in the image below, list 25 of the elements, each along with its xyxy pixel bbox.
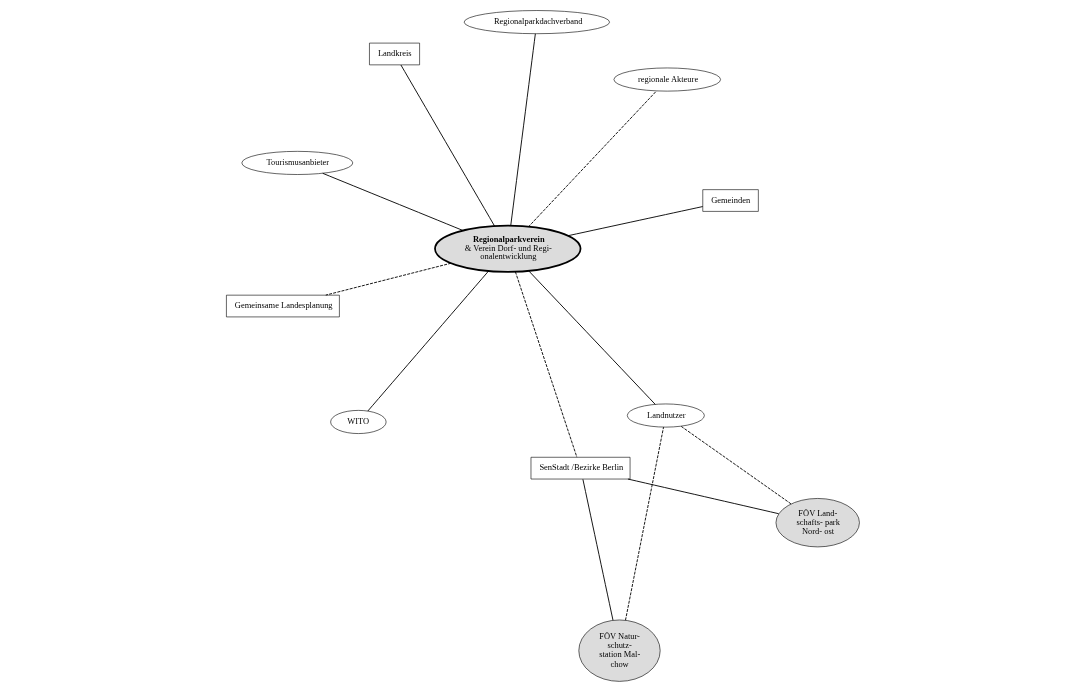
connector [400,64,495,227]
connector [625,426,664,621]
node-ellipse: Tourismusanbieter [241,151,354,175]
connector [528,90,657,228]
connector [528,270,656,405]
node-box: SenStadt /Bezirke Berlin [530,456,631,480]
connector [627,478,780,515]
node-ellipse: WITO [330,410,387,434]
connector [325,262,452,296]
node-ellipse: FÖV Land- schafts- park Nord- ost [775,498,860,548]
node-box: Gemeinsame Landesplanung [226,294,340,318]
node-ellipse: Regionalparkdachverband [463,10,610,34]
connector [582,478,614,621]
connector [680,425,792,505]
node-ellipse: regionale Akteure [613,67,721,92]
node-box: Gemeinden [702,189,759,212]
connector [322,172,464,231]
node-ellipse: Landnutzer [627,403,705,428]
node-ellipse: FÖV Natur- schutz- station Mal- chow [578,619,661,682]
node-ellipse: Regionalparkverein & Verein Dorf- und Regi- onalentwicklung [434,224,582,273]
node-box: Landkreis [369,42,420,66]
connector [510,33,536,227]
connector [567,206,704,237]
connector [367,270,489,412]
connector [514,271,578,458]
